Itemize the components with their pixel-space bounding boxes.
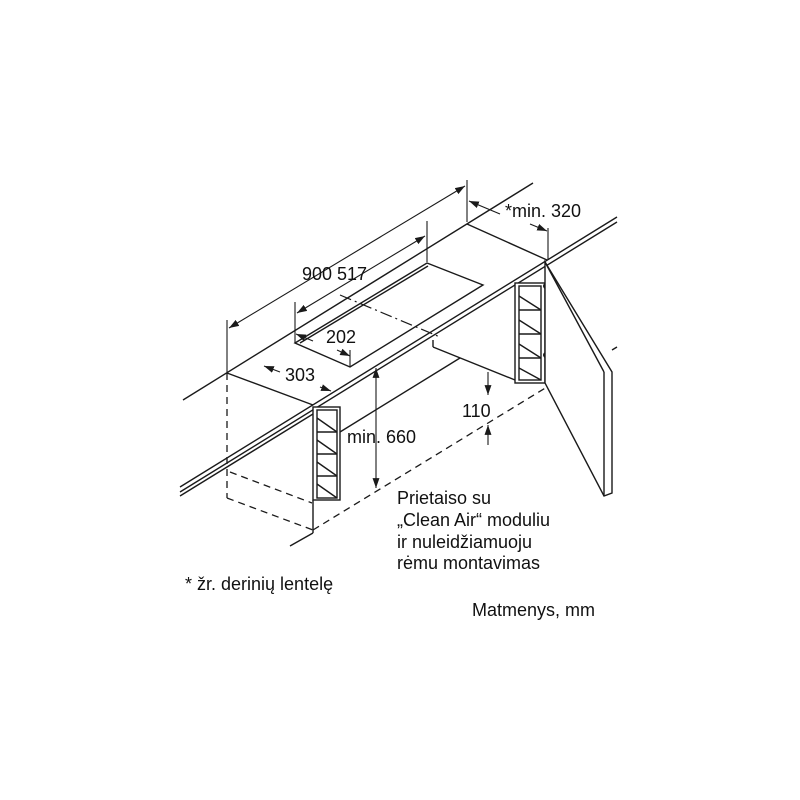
hidden-cabinet-outline — [226, 373, 548, 547]
dimension-202: 202 — [326, 327, 357, 347]
note-line-2: „Clean Air“ moduliu — [397, 510, 551, 530]
dimension-900-517: 900 517 — [302, 264, 368, 284]
dimension-min-660: min. 660 — [347, 427, 417, 447]
dimension-min-320: *min. 320 — [505, 201, 582, 221]
footnote: * žr. derinių lentelę — [185, 574, 334, 594]
note-line-3: ir nuleidžiamuoju — [397, 532, 533, 552]
clean-air-module — [339, 340, 516, 433]
right-shelf-unit — [514, 282, 549, 384]
units-label: Matmenys, mm — [472, 600, 596, 620]
dimension-303: 303 — [285, 365, 316, 385]
dimension-110: 110 — [462, 401, 491, 421]
note-line-4: rėmu montavimas — [397, 553, 541, 573]
left-shelf-unit — [312, 406, 341, 501]
note-line-1: Prietaiso su — [397, 488, 492, 508]
dimension-lines — [226, 180, 549, 488]
cabinet-door — [544, 259, 613, 497]
